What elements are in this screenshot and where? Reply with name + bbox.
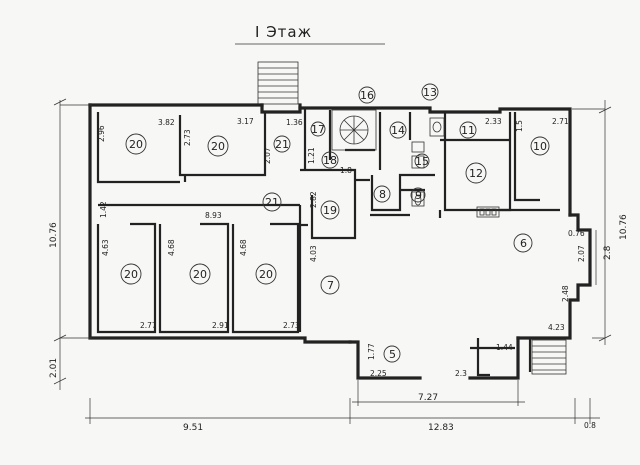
room-number: 11 <box>461 124 475 137</box>
inner-dim: 2.82 <box>309 191 318 208</box>
inner-dim: 2.33 <box>485 117 502 126</box>
inner-dim: 1.8 <box>340 166 352 175</box>
room-number: 20 <box>193 268 207 281</box>
room-number: 15 <box>415 155 429 168</box>
inner-dim: 8.93 <box>205 211 222 220</box>
room-number: 17 <box>311 123 325 136</box>
room-number: 21 <box>265 196 279 209</box>
inner-dim: 1.36 <box>286 118 303 127</box>
dim-bottom-right: 12.83 <box>428 423 454 433</box>
room-number: 6 <box>520 237 527 250</box>
room-number: 14 <box>391 124 405 137</box>
entrance-stair <box>257 61 299 105</box>
room-number: 10 <box>533 140 547 153</box>
inner-dim: 3.17 <box>237 117 254 126</box>
inner-dim: 4.03 <box>309 245 318 262</box>
inner-dim: 1.21 <box>307 147 316 164</box>
inner-dim: 1.42 <box>99 201 108 218</box>
room-number: 20 <box>124 268 138 281</box>
room-number: 7 <box>327 279 334 292</box>
dim-left-outer: 10.76 <box>49 222 59 248</box>
dim-right-outer: 10.76 <box>619 214 629 240</box>
room-number: 12 <box>469 167 483 180</box>
plan-title: I Этаж <box>255 23 312 41</box>
right-dimension <box>572 100 612 345</box>
room-number: 20 <box>211 140 225 153</box>
inner-dim: 2.77 <box>140 321 157 330</box>
inner-dim: 4.23 <box>548 323 565 332</box>
inner-dim: 2.96 <box>97 125 106 142</box>
inner-dim: 3.82 <box>158 118 175 127</box>
room-number: 20 <box>259 268 273 281</box>
inner-dim: 4.68 <box>167 239 176 256</box>
dim-right-28: 2.8 <box>603 245 613 260</box>
room-number: 20 <box>129 138 143 151</box>
lower-stair <box>531 339 567 375</box>
outer-walls <box>88 103 592 380</box>
spiral-stair <box>331 109 377 151</box>
partitions <box>96 108 560 377</box>
inner-dim: 4.63 <box>101 239 110 256</box>
inner-dim: 0.76 <box>568 229 585 238</box>
dim-bottom-right-small: 0.8 <box>584 421 596 430</box>
inner-dim: 2.73 <box>283 321 300 330</box>
inner-dim: 1.77 <box>367 343 376 360</box>
room-number: 18 <box>323 154 337 167</box>
room-number: 8 <box>379 188 386 201</box>
room-number: 19 <box>323 204 337 217</box>
left-dimension <box>53 98 92 390</box>
inner-dim: 2.91 <box>212 321 229 330</box>
inner-dim: 2.07 <box>577 245 586 262</box>
inner-dim: 1.5 <box>515 120 524 132</box>
room-number: 5 <box>389 348 396 361</box>
inner-dim: 2.48 <box>561 285 570 302</box>
room-markers <box>120 83 550 363</box>
dim-bottom-225: 2.25 <box>370 369 387 378</box>
room-number: 9 <box>415 189 422 202</box>
dim-bottom-727: 7.27 <box>418 393 438 403</box>
dim-left-bottom: 2.01 <box>49 358 59 378</box>
inner-dim: 4.68 <box>239 239 248 256</box>
bottom-dimensions <box>85 380 600 424</box>
inner-dim: 2.07 <box>263 147 272 164</box>
inner-dim: 2.73 <box>183 129 192 146</box>
dim-bottom-left: 9.51 <box>183 423 203 433</box>
inner-dim: 2.71 <box>552 117 569 126</box>
room-number: 21 <box>275 138 289 151</box>
inner-dim: 1.44 <box>496 343 513 352</box>
dim-bottom-23: 2.3 <box>455 369 467 378</box>
room-number: 16 <box>360 89 374 102</box>
room-number: 13 <box>423 86 437 99</box>
